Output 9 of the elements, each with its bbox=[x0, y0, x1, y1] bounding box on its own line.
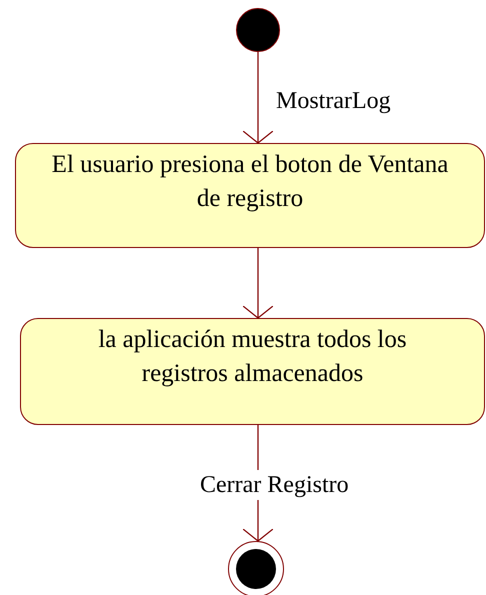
arrow bbox=[242, 52, 274, 144]
arrow bbox=[242, 248, 274, 319]
activity-text: El usuario presiona el boton de Ventana de registro bbox=[50, 150, 450, 214]
edge-label: Cerrar Registro bbox=[200, 470, 349, 500]
activity-box bbox=[20, 318, 485, 425]
initial-node bbox=[236, 8, 280, 52]
activity-box bbox=[15, 143, 485, 248]
final-node bbox=[228, 541, 284, 595]
activity-text: la aplicación muestra todos los registros almacenados bbox=[97, 325, 408, 389]
